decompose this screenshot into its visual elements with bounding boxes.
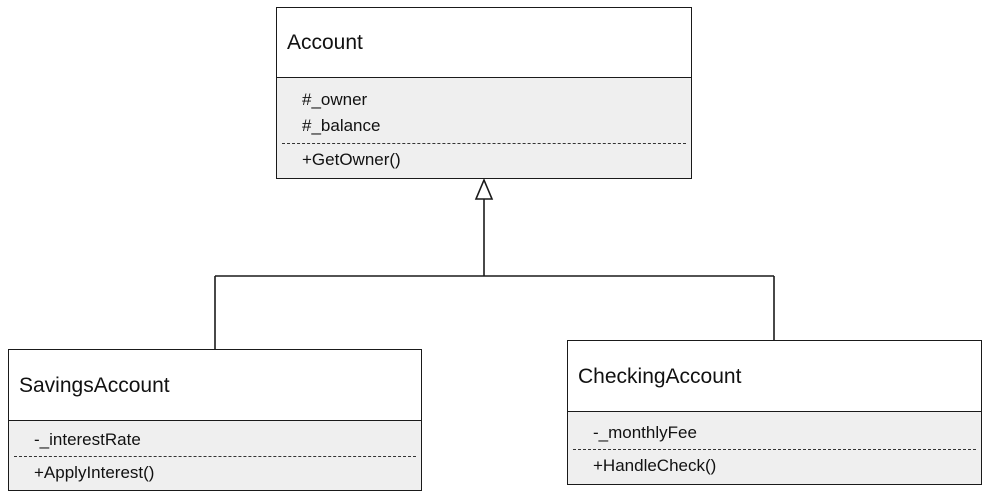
compartment-separator <box>573 449 976 450</box>
account-class-name: Account <box>277 8 691 78</box>
class-name-text: SavingsAccount <box>19 373 170 397</box>
attribute-monthly-fee: -_monthlyFee <box>593 423 697 442</box>
savings-account-class[interactable]: SavingsAccount -_interestRate +ApplyInte… <box>8 349 422 491</box>
attribute-interest-rate: -_interestRate <box>34 430 141 449</box>
compartment-separator <box>282 143 686 144</box>
attribute-owner: #_owner <box>302 90 368 109</box>
savings-operations: +ApplyInterest() <box>9 457 421 484</box>
attribute-balance: #_balance <box>302 116 381 135</box>
operation-apply-interest: +ApplyInterest() <box>34 463 155 482</box>
compartment-separator <box>14 456 416 457</box>
checking-operations: +HandleCheck() <box>568 450 981 477</box>
checking-account-class-name: CheckingAccount <box>568 341 981 412</box>
account-operations: +GetOwner() <box>277 144 691 171</box>
account-attributes: #_owner #_balance <box>277 78 691 139</box>
account-class[interactable]: Account #_owner #_balance +GetOwner() <box>276 7 692 179</box>
operation-handle-check: +HandleCheck() <box>593 456 717 475</box>
class-name-text: Account <box>287 31 363 54</box>
checking-account-class[interactable]: CheckingAccount -_monthlyFee +HandleChec… <box>567 340 982 485</box>
savings-account-class-name: SavingsAccount <box>9 350 421 421</box>
class-name-text: CheckingAccount <box>578 364 742 388</box>
savings-attributes: -_interestRate <box>9 421 421 451</box>
generalization-arrowhead <box>474 177 494 200</box>
operation-get-owner: +GetOwner() <box>302 150 401 169</box>
checking-attributes: -_monthlyFee <box>568 412 981 444</box>
